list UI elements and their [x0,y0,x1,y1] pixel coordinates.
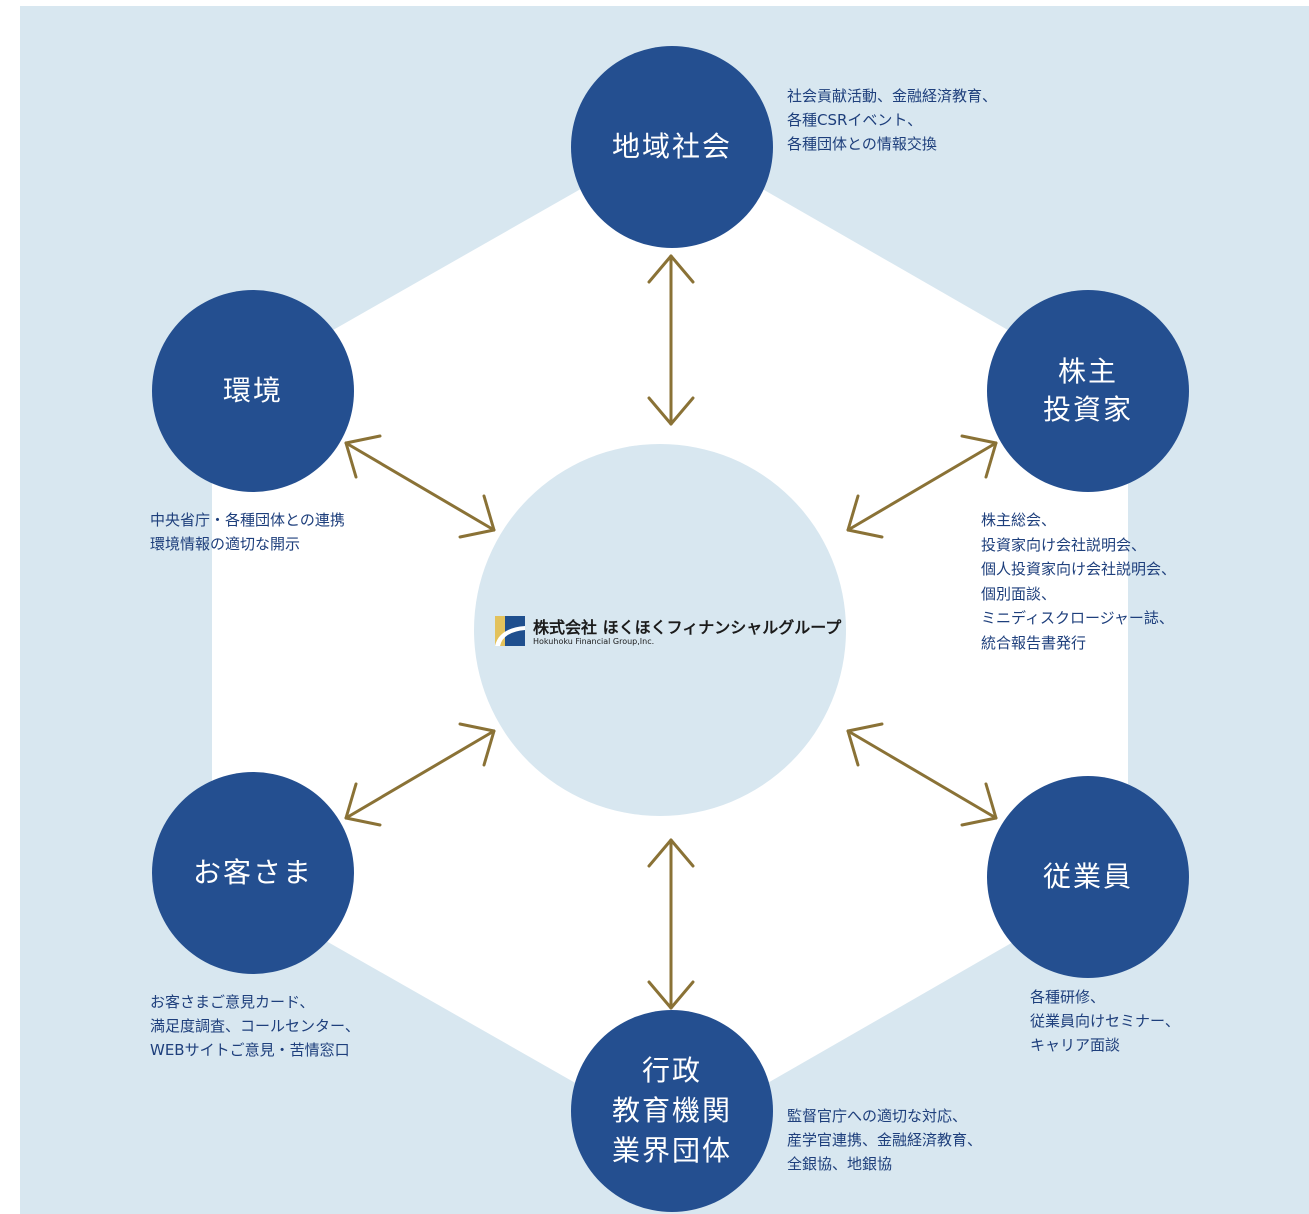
arrow-shareholders [846,434,998,539]
logo-main-text: 株式会社 ほくほくフィナンシャルグループ [533,618,842,637]
node-label-line: 行政 [641,1054,702,1087]
note-community: 社会貢献活動、金融経済教育、 各種CSRイベント、 各種団体との情報交換 [787,84,997,156]
company-logo: 株式会社 ほくほくフィナンシャルグループ Hokuhoku Financial … [495,614,855,654]
node-customers: お客さま [152,772,354,974]
note-line: ミニディスクロージャー誌、 [981,609,1174,627]
note-line: 各種団体との情報交換 [787,135,937,153]
note-line: 各種研修、 [1030,988,1106,1006]
note-line: 統合報告書発行 [981,633,1087,652]
logo-mark-icon [495,616,525,646]
note-line: 株主総会、 [981,511,1057,529]
note-line: 個別面談、 [981,584,1057,603]
note-line: 中央省庁・各種団体との連携 [150,511,345,529]
node-government: 行政 教育機関 業界団体 [571,1010,773,1212]
note-line: 社会貢献活動、金融経済教育、 [787,87,998,105]
note-customers: お客さまご意見カード、 満足度調査、コールセンター、 WEBサイトご意見・苦情窓… [150,990,360,1062]
node-label-line: お客さま [192,856,313,889]
note-line: WEBサイトご意見・苦情窓口 [150,1041,350,1059]
node-shareholders: 株主 投資家 [987,290,1189,492]
note-line: 従業員向けセミナー、 [1030,1012,1180,1030]
note-line: キャリア面談 [1030,1036,1121,1054]
note-line: 監督官庁への適切な対応、 [787,1107,968,1125]
center-circle [474,444,846,816]
node-label-line: 株主 [1057,355,1118,388]
node-label-line: 業界団体 [611,1134,732,1167]
arrow-government [647,838,695,1010]
node-label-line: 従業員 [1042,860,1133,893]
note-employees: 各種研修、 従業員向けセミナー、 キャリア面談 [1030,985,1180,1057]
node-label-line: 環境 [222,374,283,407]
node-environment: 環境 [152,290,354,492]
node-employees: 従業員 [987,776,1189,978]
arrow-community [647,254,695,426]
note-environment: 中央省庁・各種団体との連携 環境情報の適切な開示 [150,508,345,556]
node-label-line: 地域社会 [611,130,732,163]
node-community: 地域社会 [571,46,773,248]
logo-sub-text: Hokuhoku Financial Group,Inc. [533,637,655,646]
node-label-line: 教育機関 [611,1094,732,1127]
arrow-employees [846,722,998,827]
note-line: 個人投資家向け会社説明会、 [981,560,1177,578]
node-label-line: 投資家 [1042,393,1133,426]
note-line: 投資家向け会社説明会、 [981,535,1147,554]
note-line: 各種CSRイベント、 [787,111,923,129]
note-line: 環境情報の適切な開示 [150,535,301,553]
arrow-customers [344,722,496,827]
note-line: 全銀協、地銀協 [787,1155,893,1173]
note-line: お客さまご意見カード、 [150,993,315,1011]
note-shareholders: 株主総会、 投資家向け会社説明会、 個人投資家向け会社説明会、 個別面談、 ミニ… [981,508,1176,655]
note-line: 産学官連携、金融経済教育、 [787,1131,983,1149]
note-line: 満足度調査、コールセンター、 [150,1017,360,1035]
arrow-environment [344,434,496,539]
note-government: 監督官庁への適切な対応、 産学官連携、金融経済教育、 全銀協、地銀協 [787,1104,982,1176]
